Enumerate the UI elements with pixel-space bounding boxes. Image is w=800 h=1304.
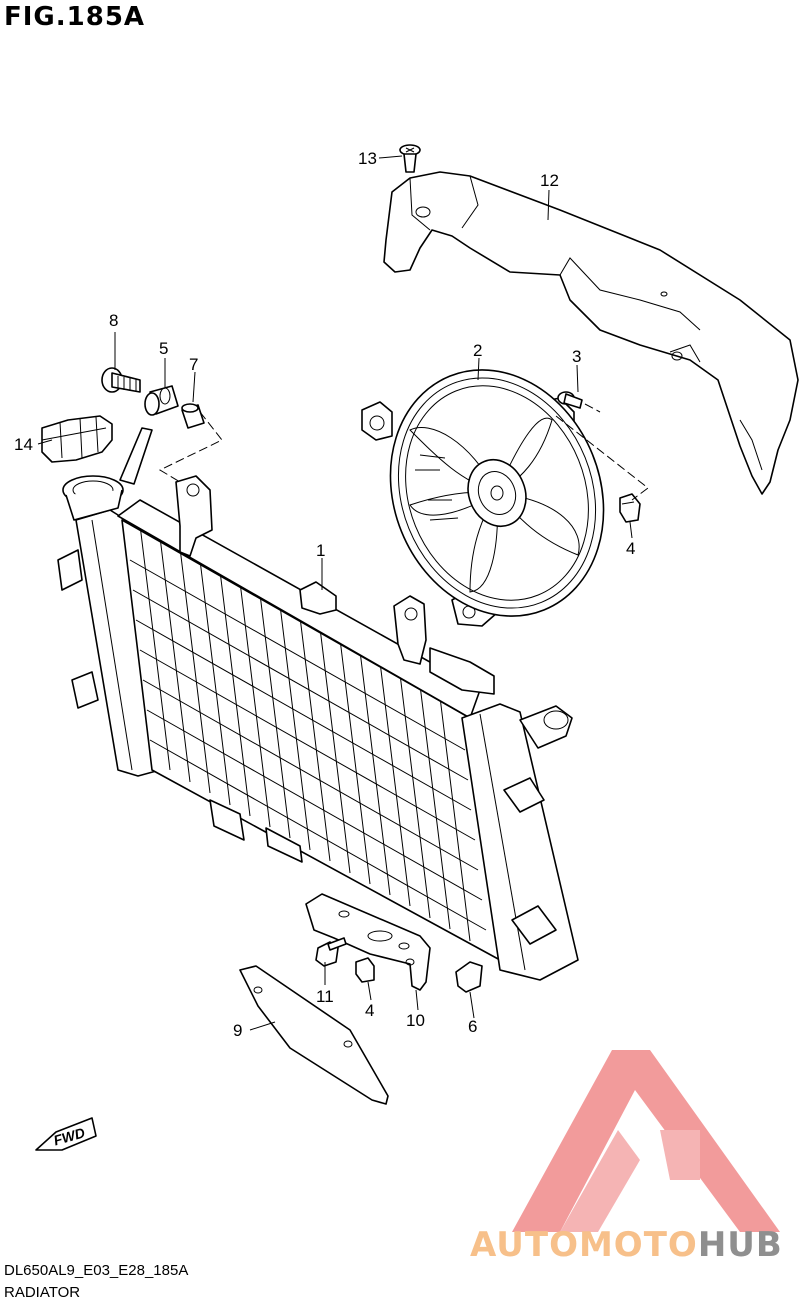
grommet-part-5 [144,385,179,416]
watermark-part2: HUB [697,1225,783,1265]
bracket-part-10 [305,893,431,991]
callout-2: 2 [473,341,482,360]
callout-7: 7 [189,355,198,374]
callout-5: 5 [159,339,168,358]
leader-lines [37,155,633,1031]
callout-6: 6 [468,1017,477,1036]
callout-13: 13 [358,149,377,168]
radiator-cap-part-14 [41,415,113,463]
figure-description: RADIATOR [4,1284,81,1301]
watermark-part1: AUTOMOTO [470,1225,698,1265]
alignment-lines [158,403,649,501]
figure-title: FIG.185A [4,2,146,32]
callout-10: 10 [406,1011,425,1030]
bolt-part-8 [101,367,141,393]
callout-1: 1 [316,541,325,560]
cover-plate-part-9 [239,965,389,1105]
watermark-logo [512,1050,780,1232]
nut-part-4-upper [619,493,641,523]
callout-11: 11 [316,987,334,1006]
collar-part-7 [181,403,205,429]
clip-part-13 [399,144,421,173]
callout-4-lower: 4 [365,1001,374,1020]
fan-shroud-part-12 [383,171,799,495]
fwd-direction-badge: FWD [35,1117,97,1151]
watermark-text: AUTOMOTOHUB [470,1225,783,1265]
radiator-part-1 [57,427,579,981]
radiator-core-fins [129,524,487,942]
pad-part-6 [455,961,483,993]
figure-code: DL650AL9_E03_E28_185A [4,1262,189,1279]
callout-labels: 13 12 8 2 3 5 7 14 1 4 11 4 10 6 9 [14,149,635,1040]
callout-9: 9 [233,1021,242,1040]
callout-8: 8 [109,311,118,330]
callout-3: 3 [572,347,581,366]
nut-part-4-lower [355,957,375,983]
callout-14: 14 [14,435,33,454]
callout-12: 12 [540,171,559,190]
cooling-fan-part-2 [361,369,605,627]
callout-4-upper: 4 [626,539,635,558]
bolt-part-3 [557,391,583,409]
bolt-part-11 [315,937,347,967]
